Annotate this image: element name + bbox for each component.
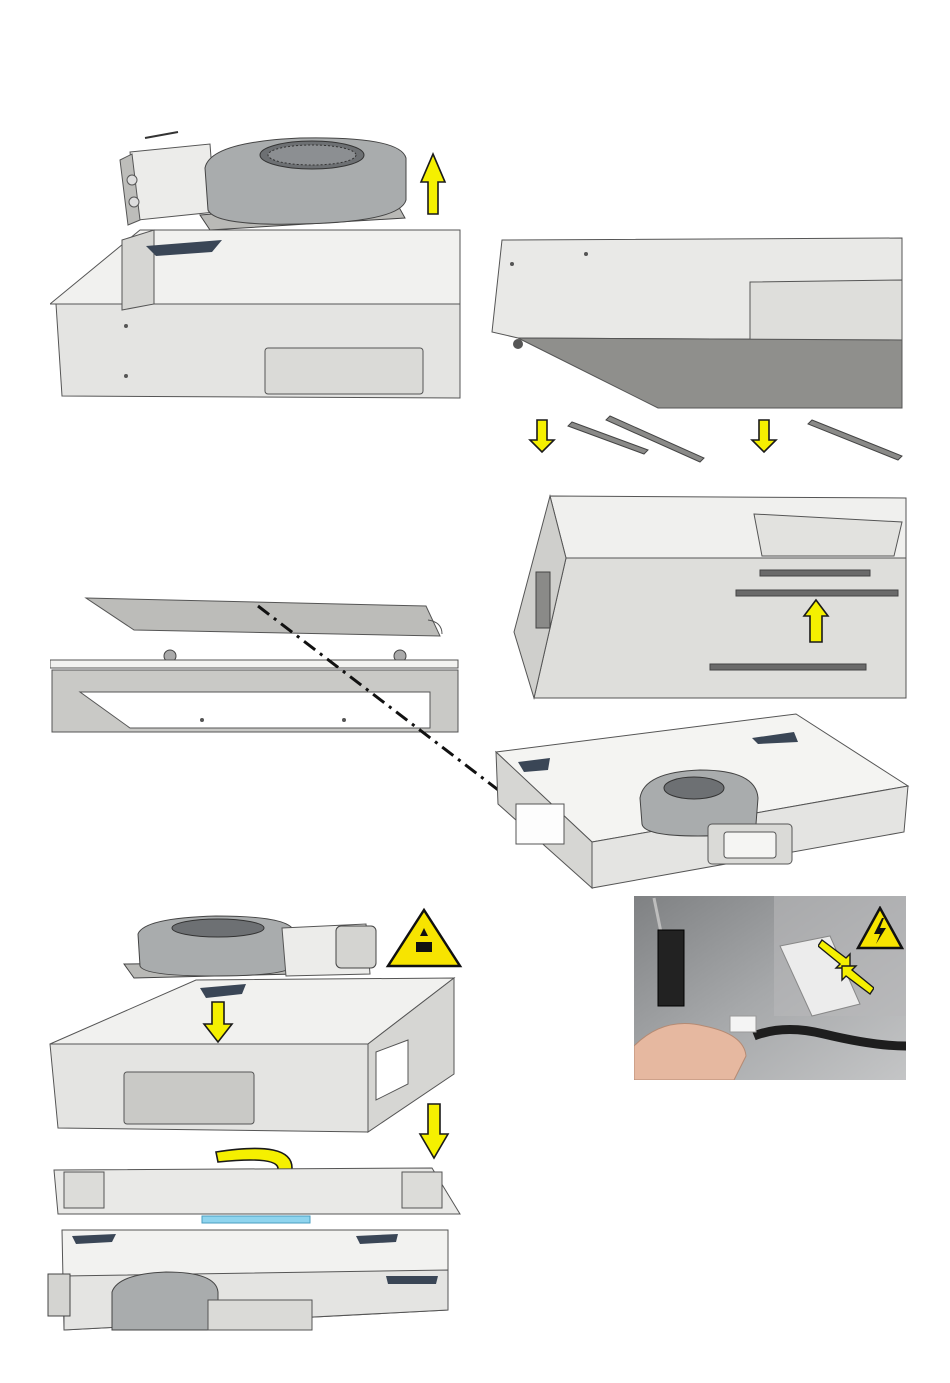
electrical-connection-photo xyxy=(634,896,906,1080)
hand-crush-icon xyxy=(388,910,460,966)
housing-tray xyxy=(50,230,460,398)
air-outlet xyxy=(708,824,792,864)
down-arrow xyxy=(420,1104,448,1158)
filter-plate xyxy=(54,1168,460,1223)
down-arrow xyxy=(530,420,554,452)
blower-motor-box xyxy=(282,924,376,976)
step-install-rails xyxy=(510,492,910,706)
blower-fan-housing xyxy=(124,916,296,978)
housing-underside xyxy=(492,238,902,408)
step-remove-blower xyxy=(50,130,470,402)
up-arrow xyxy=(421,154,445,214)
housing-tray xyxy=(50,978,454,1132)
mounting-rail xyxy=(568,416,902,462)
step-housing-with-blower xyxy=(494,712,912,890)
blower-motor-box xyxy=(120,132,215,225)
down-arrow xyxy=(752,420,776,452)
step-remove-rails xyxy=(488,236,908,466)
blower-fan-housing xyxy=(200,138,406,230)
housing-assembled xyxy=(48,1230,448,1330)
step-install-blower xyxy=(46,904,466,1344)
pinch-arrows xyxy=(818,936,874,998)
